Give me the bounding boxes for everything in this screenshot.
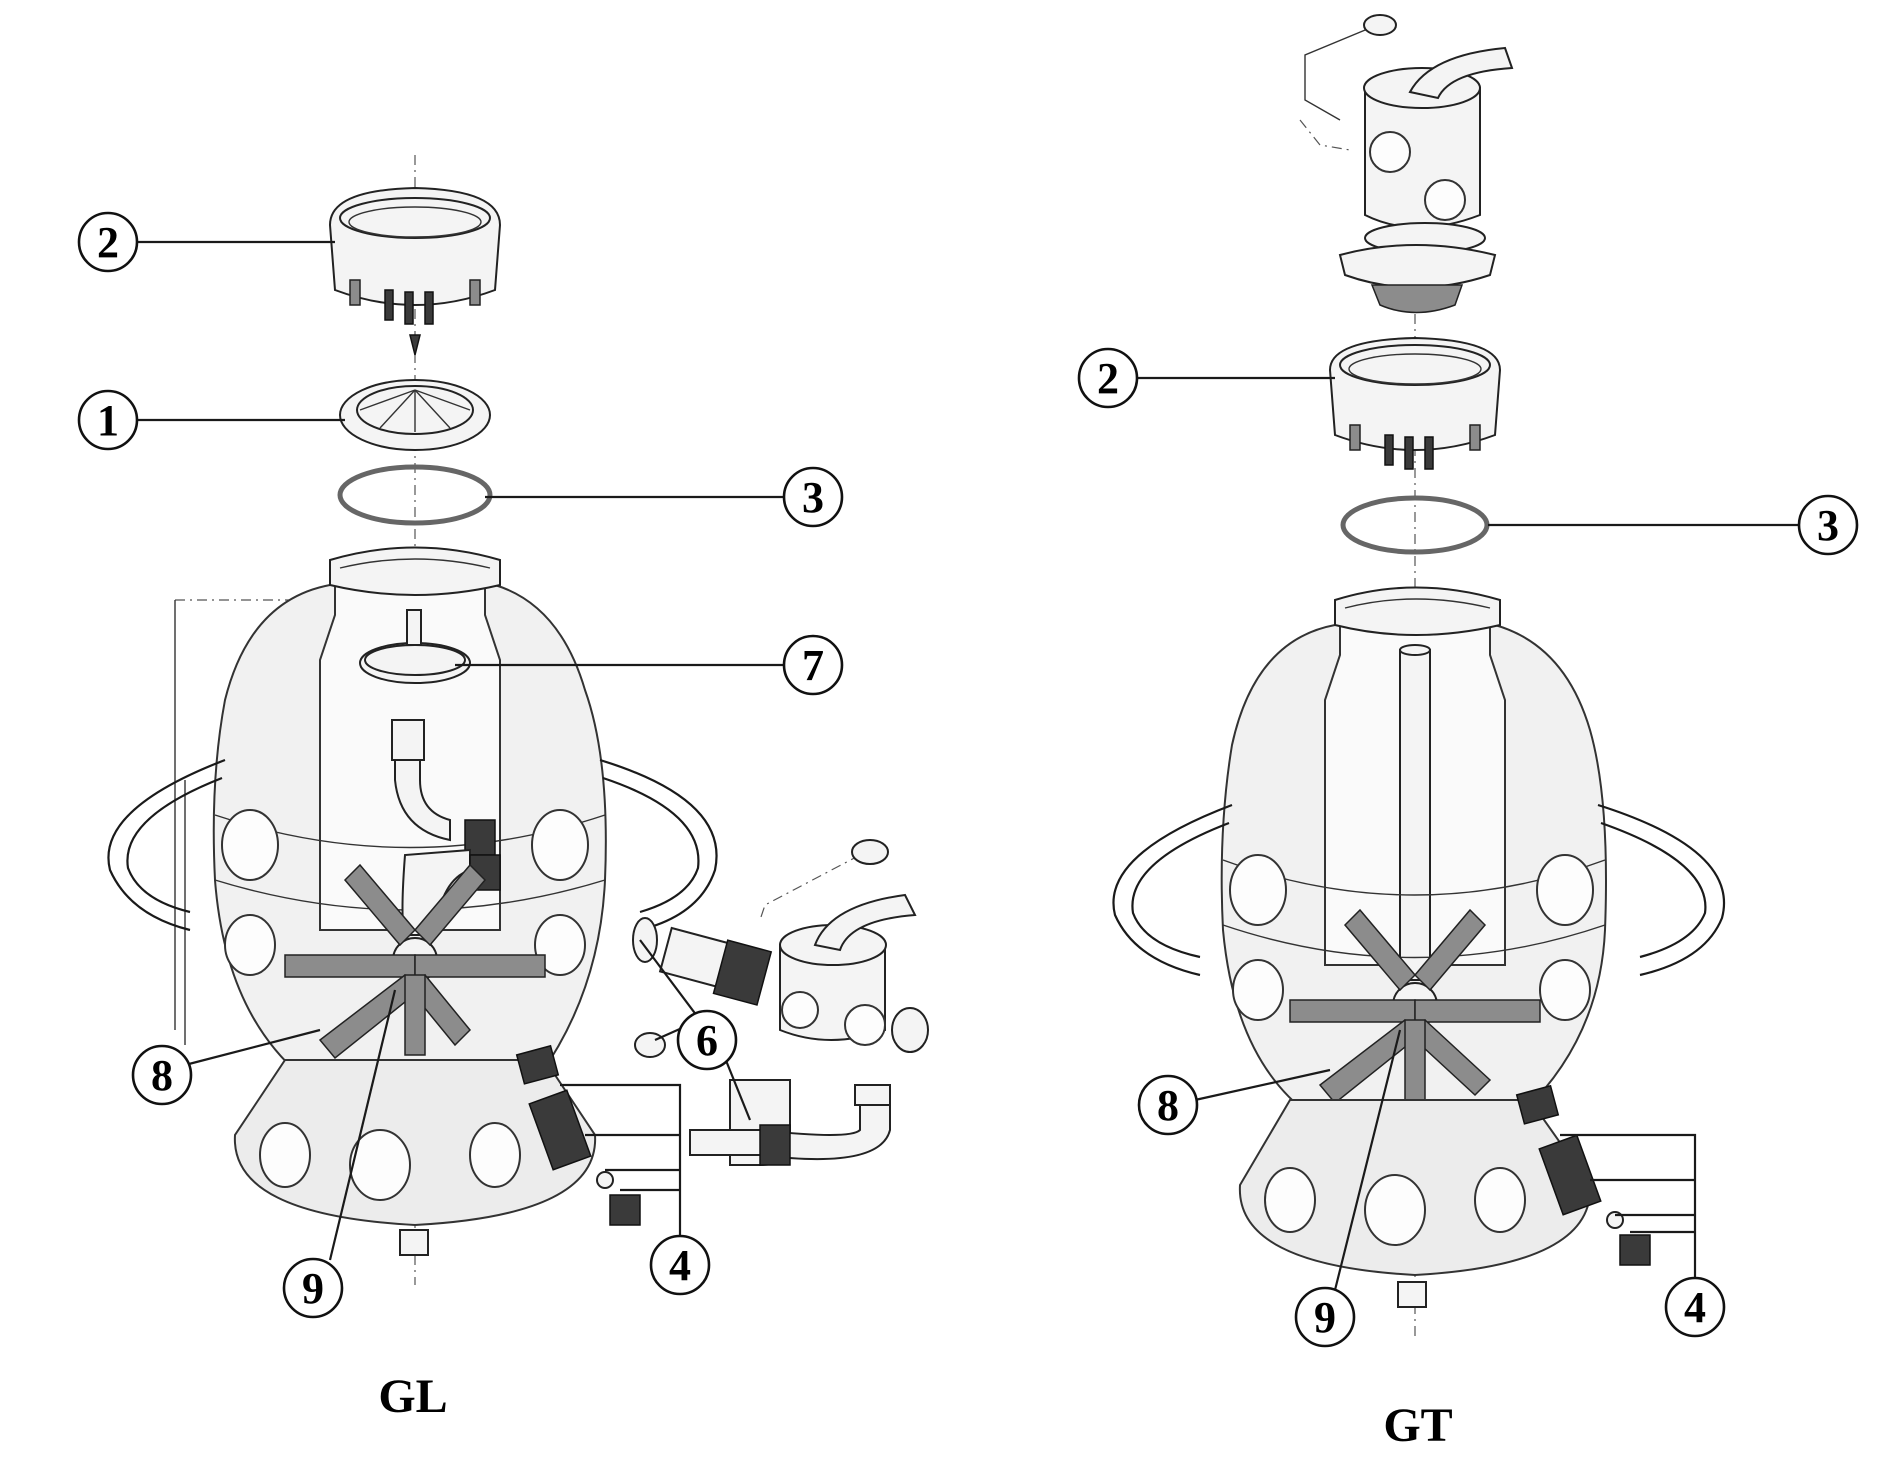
gl-base: [233, 1059, 597, 1256]
gt-o-ring: [1340, 495, 1490, 555]
gl-lid: [339, 379, 491, 451]
gl-model-label: GL: [378, 1370, 447, 1423]
gl-callout-8: 8: [151, 1051, 173, 1100]
gt-diagram: 2 3 8 4 9 GT: [1077, 14, 1859, 1452]
gl-callout-7: 7: [802, 641, 824, 690]
gl-diagram: 2 1 3 7 6 8 4 9 GL: [77, 155, 929, 1423]
gl-top-diffuser: [359, 609, 471, 684]
gt-tank: [1112, 586, 1726, 1116]
gt-callout-9: 9: [1314, 1293, 1336, 1342]
gl-multiport-valve: [632, 839, 929, 1166]
gt-base: [1238, 1099, 1592, 1308]
gt-laterals: [1289, 908, 1541, 1105]
gl-drain-assembly: [515, 1044, 641, 1226]
gt-locking-ring: [1328, 336, 1502, 470]
gt-callout-4: 4: [1684, 1283, 1706, 1332]
gl-callout-6: 6: [696, 1016, 718, 1065]
gl-callout-9: 9: [302, 1264, 324, 1313]
gt-multiport-valve: [1299, 14, 1514, 314]
gt-drain-assembly: [1515, 1084, 1651, 1266]
gl-laterals: [284, 863, 546, 1060]
gt-model-label: GT: [1383, 1399, 1452, 1452]
gl-callout-1: 1: [97, 396, 119, 445]
gl-locking-ring: [328, 186, 502, 356]
gl-callout-4: 4: [669, 1241, 691, 1290]
gt-callout-2: 2: [1097, 354, 1119, 403]
gl-callout-3: 3: [802, 473, 824, 522]
gl-callout-2: 2: [97, 218, 119, 267]
gt-callout-8: 8: [1157, 1081, 1179, 1130]
gt-callout-3: 3: [1817, 501, 1839, 550]
gl-o-ring: [337, 464, 493, 526]
